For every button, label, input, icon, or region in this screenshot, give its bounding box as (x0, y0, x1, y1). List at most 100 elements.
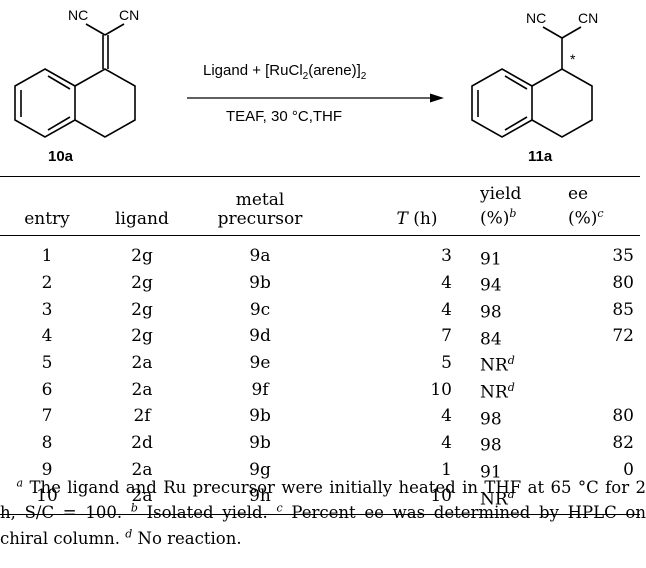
cell-ligand-value: 2a (131, 459, 153, 480)
cell-t: 7 (330, 324, 474, 351)
header-metal-top: metal (235, 189, 285, 210)
footnote-c: c Percent ee was determined by HPLC on c… (0, 502, 646, 548)
cell-t-value: 7 (441, 326, 452, 347)
table-footnotes: a The ligand and Ru precursor were initi… (0, 472, 646, 549)
header-yield-bottom: (%) (480, 208, 510, 229)
cell-yield: 91 (474, 457, 568, 484)
cell-metal-value: 9d (249, 326, 271, 347)
cell-ligand-value: 2d (131, 433, 153, 454)
cell-entry-value: 5 (41, 353, 53, 374)
cell-yield: NRd (474, 350, 568, 377)
cell-metal: 9g (190, 457, 330, 484)
cell-ee-value: 80 (612, 406, 634, 427)
cell-entry: 1 (0, 235, 94, 270)
cell-ligand-value: 2g (131, 299, 153, 320)
cell-entry: 8 (0, 430, 94, 457)
cell-t-value: 3 (441, 246, 452, 267)
cell-yield-value: 91 (480, 462, 502, 483)
cell-ligand: 2a (94, 377, 190, 404)
cell-ligand-value: 2g (131, 246, 153, 267)
cell-entry: 4 (0, 324, 94, 351)
cell-t: 4 (330, 297, 474, 324)
cell-ee-value: 85 (612, 299, 634, 320)
cell-metal: 9b (190, 270, 330, 297)
cell-ee (568, 483, 640, 516)
footnote-text: Percent ee was determined by HPLC on chi… (0, 503, 646, 548)
cell-ee-value: 72 (612, 326, 634, 347)
cell-ee-value: 80 (612, 273, 634, 294)
footnote-mark: a (16, 476, 24, 489)
cell-entry-value: 9 (41, 459, 53, 480)
cell-ee-value: 0 (623, 459, 634, 480)
cell-yield: 98 (474, 404, 568, 431)
cell-yield-note: d (507, 354, 515, 368)
cell-ee: 85 (568, 297, 640, 324)
cell-yield: 98 (474, 430, 568, 457)
cell-ligand-value: 2a (131, 353, 153, 374)
product-nc-label: NC (526, 10, 547, 26)
cell-metal-value: 9f (251, 379, 269, 400)
cell-yield-value: 94 (480, 275, 502, 296)
cell-t-value: 4 (441, 273, 452, 294)
reactant-structure (14, 23, 136, 138)
cell-ligand-value: 2f (133, 406, 151, 427)
cell-t: 3 (330, 235, 474, 270)
cell-metal-value: 9e (249, 353, 271, 374)
scheme-drawing (14, 23, 593, 138)
cell-ee: 0 (568, 457, 640, 484)
cell-ligand: 2g (94, 297, 190, 324)
cell-t-value: 4 (441, 406, 452, 427)
cell-t-value: 4 (441, 299, 452, 320)
header-ee-bottom: (%) (568, 208, 598, 229)
cell-entry-value: 6 (41, 379, 53, 400)
cell-ee: 80 (568, 404, 640, 431)
cell-yield-value: 84 (480, 329, 502, 350)
cell-ee: 35 (568, 235, 640, 270)
conditions-below-arrow: TEAF, 30 °C,THF (226, 108, 343, 125)
cell-yield-value: 98 (480, 409, 502, 430)
cell-entry-value: 2 (41, 273, 53, 294)
cell-metal: 9b (190, 404, 330, 431)
cell-metal-value: 9b (249, 273, 271, 294)
cell-t: 5 (330, 350, 474, 377)
reactant-cn-label: CN (119, 7, 140, 23)
cell-yield: 98 (474, 297, 568, 324)
cell-ligand: 2g (94, 270, 190, 297)
cell-t: 4 (330, 270, 474, 297)
cell-metal-value: 9g (249, 459, 271, 480)
cell-metal-value: 9c (249, 299, 271, 320)
cell-metal: 9h (190, 483, 330, 516)
cell-entry: 6 (0, 377, 94, 404)
cell-ee: 80 (568, 270, 640, 297)
cell-metal-value: 9b (249, 406, 271, 427)
footnote-mark: b (130, 501, 138, 515)
cell-ligand: 2g (94, 324, 190, 351)
cell-metal-value: 9a (249, 246, 271, 267)
cell-ligand: 2f (94, 404, 190, 431)
footnote-text: Isolated yield. (137, 503, 277, 522)
header-ee-top: ee (568, 184, 589, 204)
footnote-a: a The ligand and Ru precursor were initi… (0, 476, 646, 522)
cell-yield-value: NR (480, 382, 508, 403)
table-row: 2 2g 9b 4 94 80 (0, 270, 640, 297)
footnote-text: No reaction. (132, 528, 242, 548)
cell-t-value: 4 (441, 433, 452, 454)
table-row: 5 2a 9e 5 NRd (0, 350, 640, 377)
cell-t: 10 (330, 483, 474, 516)
cell-t-value: 5 (441, 353, 452, 374)
header-metal-bottom: precursor (217, 208, 303, 229)
reactant-nc-label: NC (68, 7, 89, 23)
product-cn-label: CN (578, 10, 599, 26)
cell-metal: 9d (190, 324, 330, 351)
cell-ee (568, 350, 640, 377)
cell-ligand: 2a (94, 483, 190, 516)
cell-entry-value: 4 (41, 326, 53, 347)
cell-t-value: 1 (441, 459, 452, 480)
cell-yield-value: 98 (480, 435, 502, 456)
cell-t: 4 (330, 404, 474, 431)
cell-yield: 91 (474, 235, 568, 270)
cell-ligand-value: 2a (131, 486, 153, 507)
conditions-above-arrow: Ligand + [RuCl2(arene)]2 (203, 62, 367, 82)
